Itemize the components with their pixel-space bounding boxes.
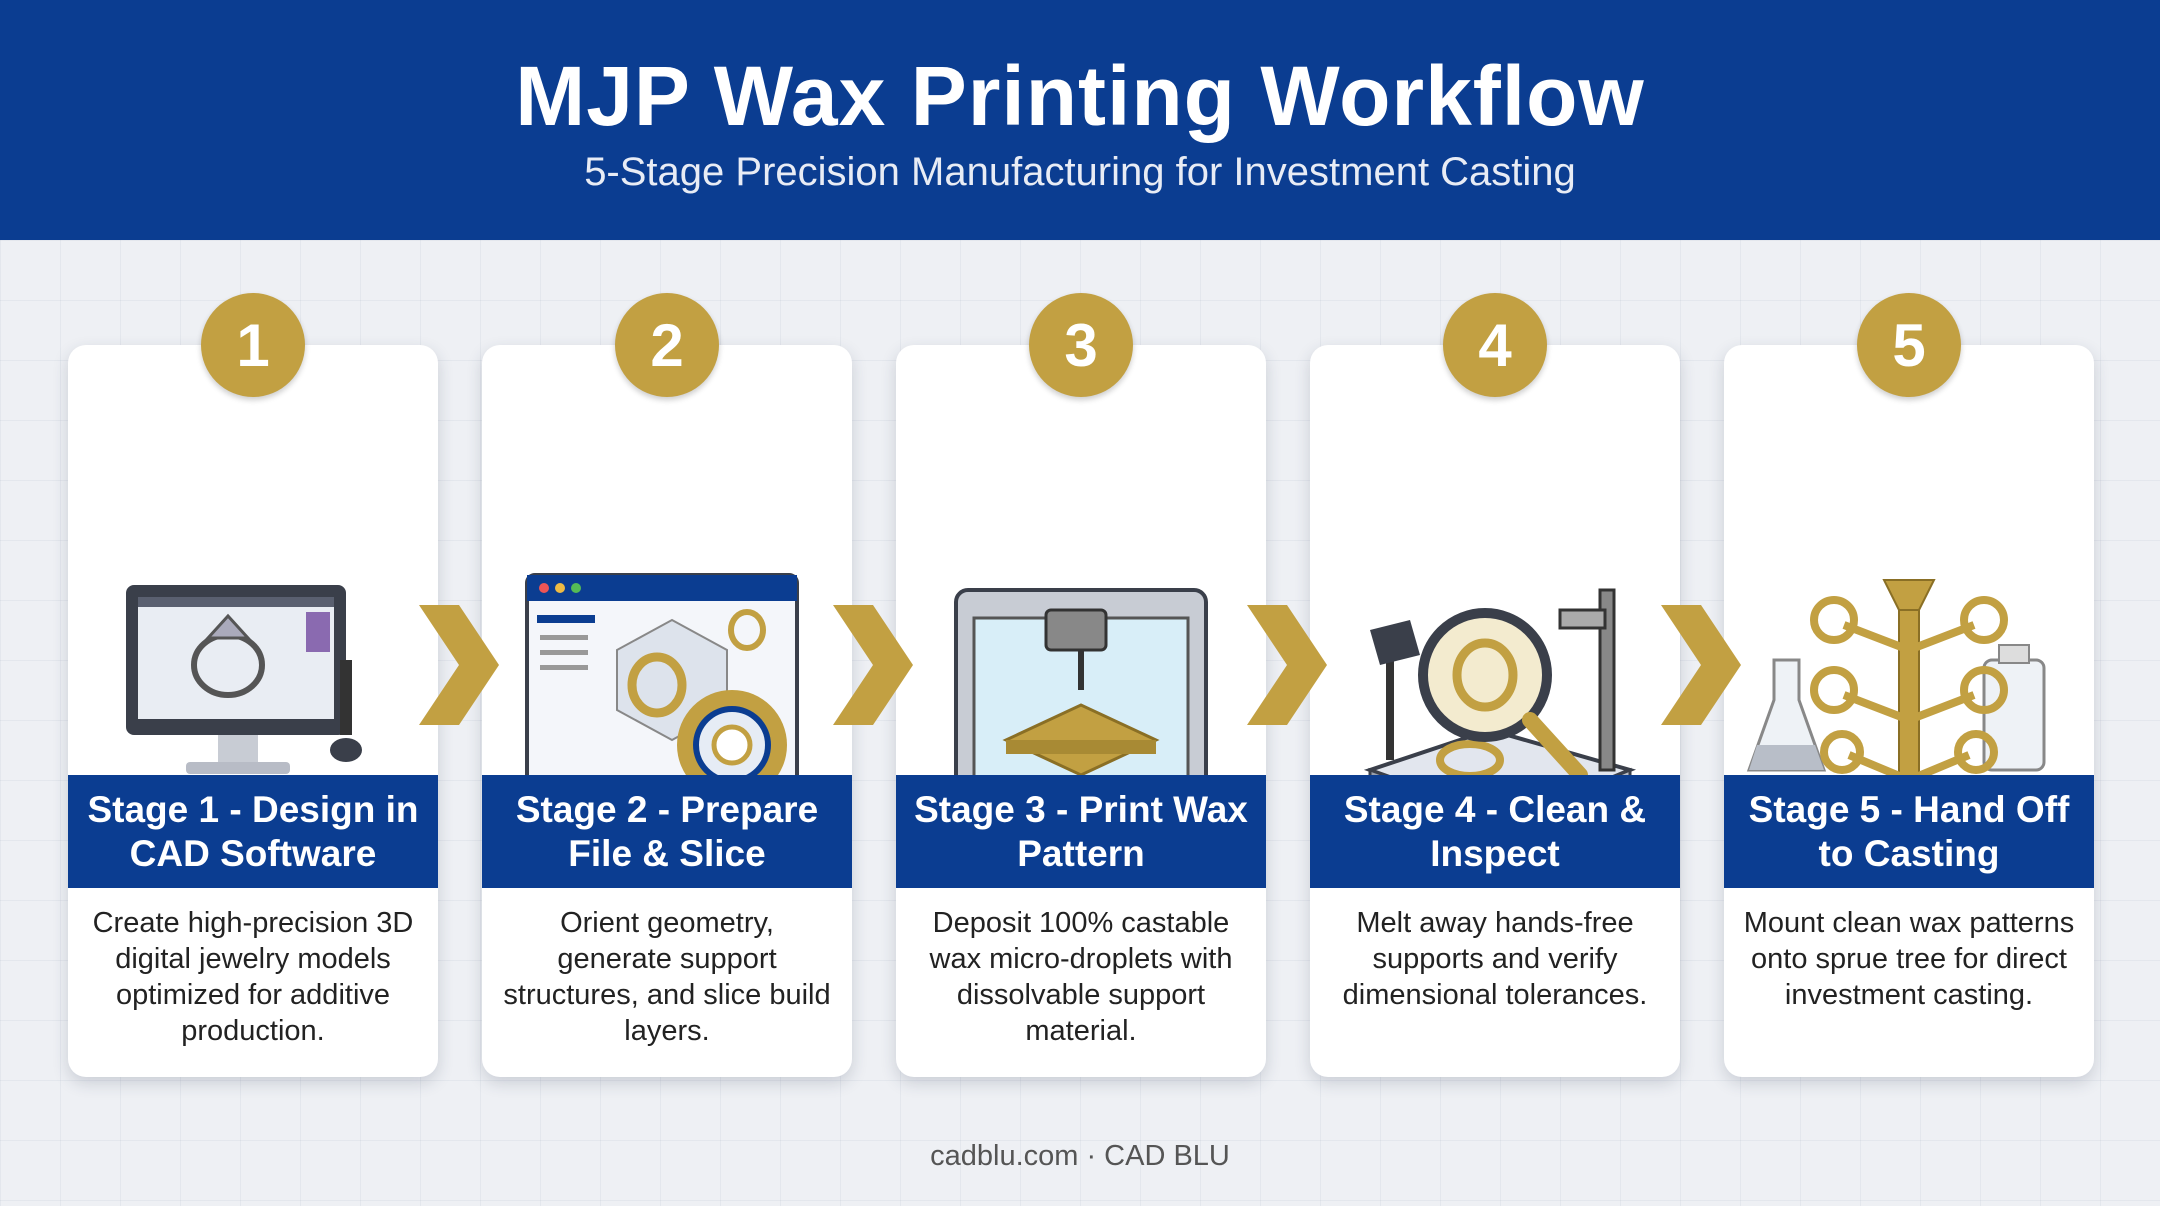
stage-card-2: Stage 2 - Prepare File & Slice Orient ge… xyxy=(482,345,852,1077)
stage-number-4: 4 xyxy=(1443,293,1547,397)
chevron-right-icon xyxy=(1247,605,1327,725)
stage-title-1: Stage 1 - Design in CAD Software xyxy=(68,775,438,888)
stage-description-2: Orient geometry, generate support struct… xyxy=(503,907,831,1047)
stage-number-2: 2 xyxy=(615,293,719,397)
stage-description-1: Create high-precision 3D digital jewelry… xyxy=(92,907,414,1047)
page-subtitle: 5-Stage Precision Manufacturing for Inve… xyxy=(584,150,1576,194)
stage-description-4: Melt away hands-free supports and verify… xyxy=(1342,907,1648,1011)
stage-description-5: Mount clean wax patterns onto sprue tree… xyxy=(1743,907,2075,1011)
footer-credit[interactable]: cadblu.com · CAD BLU xyxy=(930,1140,1230,1172)
stage-card-4: Stage 4 - Clean & Inspect Melt away hand… xyxy=(1310,345,1680,1077)
cad-workstation-icon xyxy=(116,585,385,870)
chevron-right-icon xyxy=(419,605,499,725)
stage-card-5: Stage 5 - Hand Off to Casting Mount clea… xyxy=(1724,345,2094,1077)
stage-number-3: 3 xyxy=(1029,293,1133,397)
stage-title-4: Stage 4 - Clean & Inspect xyxy=(1310,775,1680,888)
stage-number-1: 1 xyxy=(201,293,305,397)
stage-title-2: Stage 2 - Prepare File & Slice xyxy=(482,775,852,888)
casting-sprue-tree-icon xyxy=(1746,579,2046,864)
header-banner: MJP Wax Printing Workflow 5-Stage Precis… xyxy=(0,0,2160,240)
slicing-software-icon xyxy=(525,573,799,812)
stage-card-1: Stage 1 - Design in CAD Software Create … xyxy=(68,345,438,1077)
chevron-right-icon xyxy=(1661,605,1741,725)
stage-number-5: 5 xyxy=(1857,293,1961,397)
stage-description-3: Deposit 100% castable wax micro-droplets… xyxy=(929,907,1233,1047)
stage-card-3: Stage 3 - Print Wax Pattern Deposit 100%… xyxy=(896,345,1266,1077)
stage-title-3: Stage 3 - Print Wax Pattern xyxy=(896,775,1266,888)
page-title: MJP Wax Printing Workflow xyxy=(515,49,1645,143)
chevron-right-icon xyxy=(833,605,913,725)
stage-title-5: Stage 5 - Hand Off to Casting xyxy=(1724,775,2094,888)
